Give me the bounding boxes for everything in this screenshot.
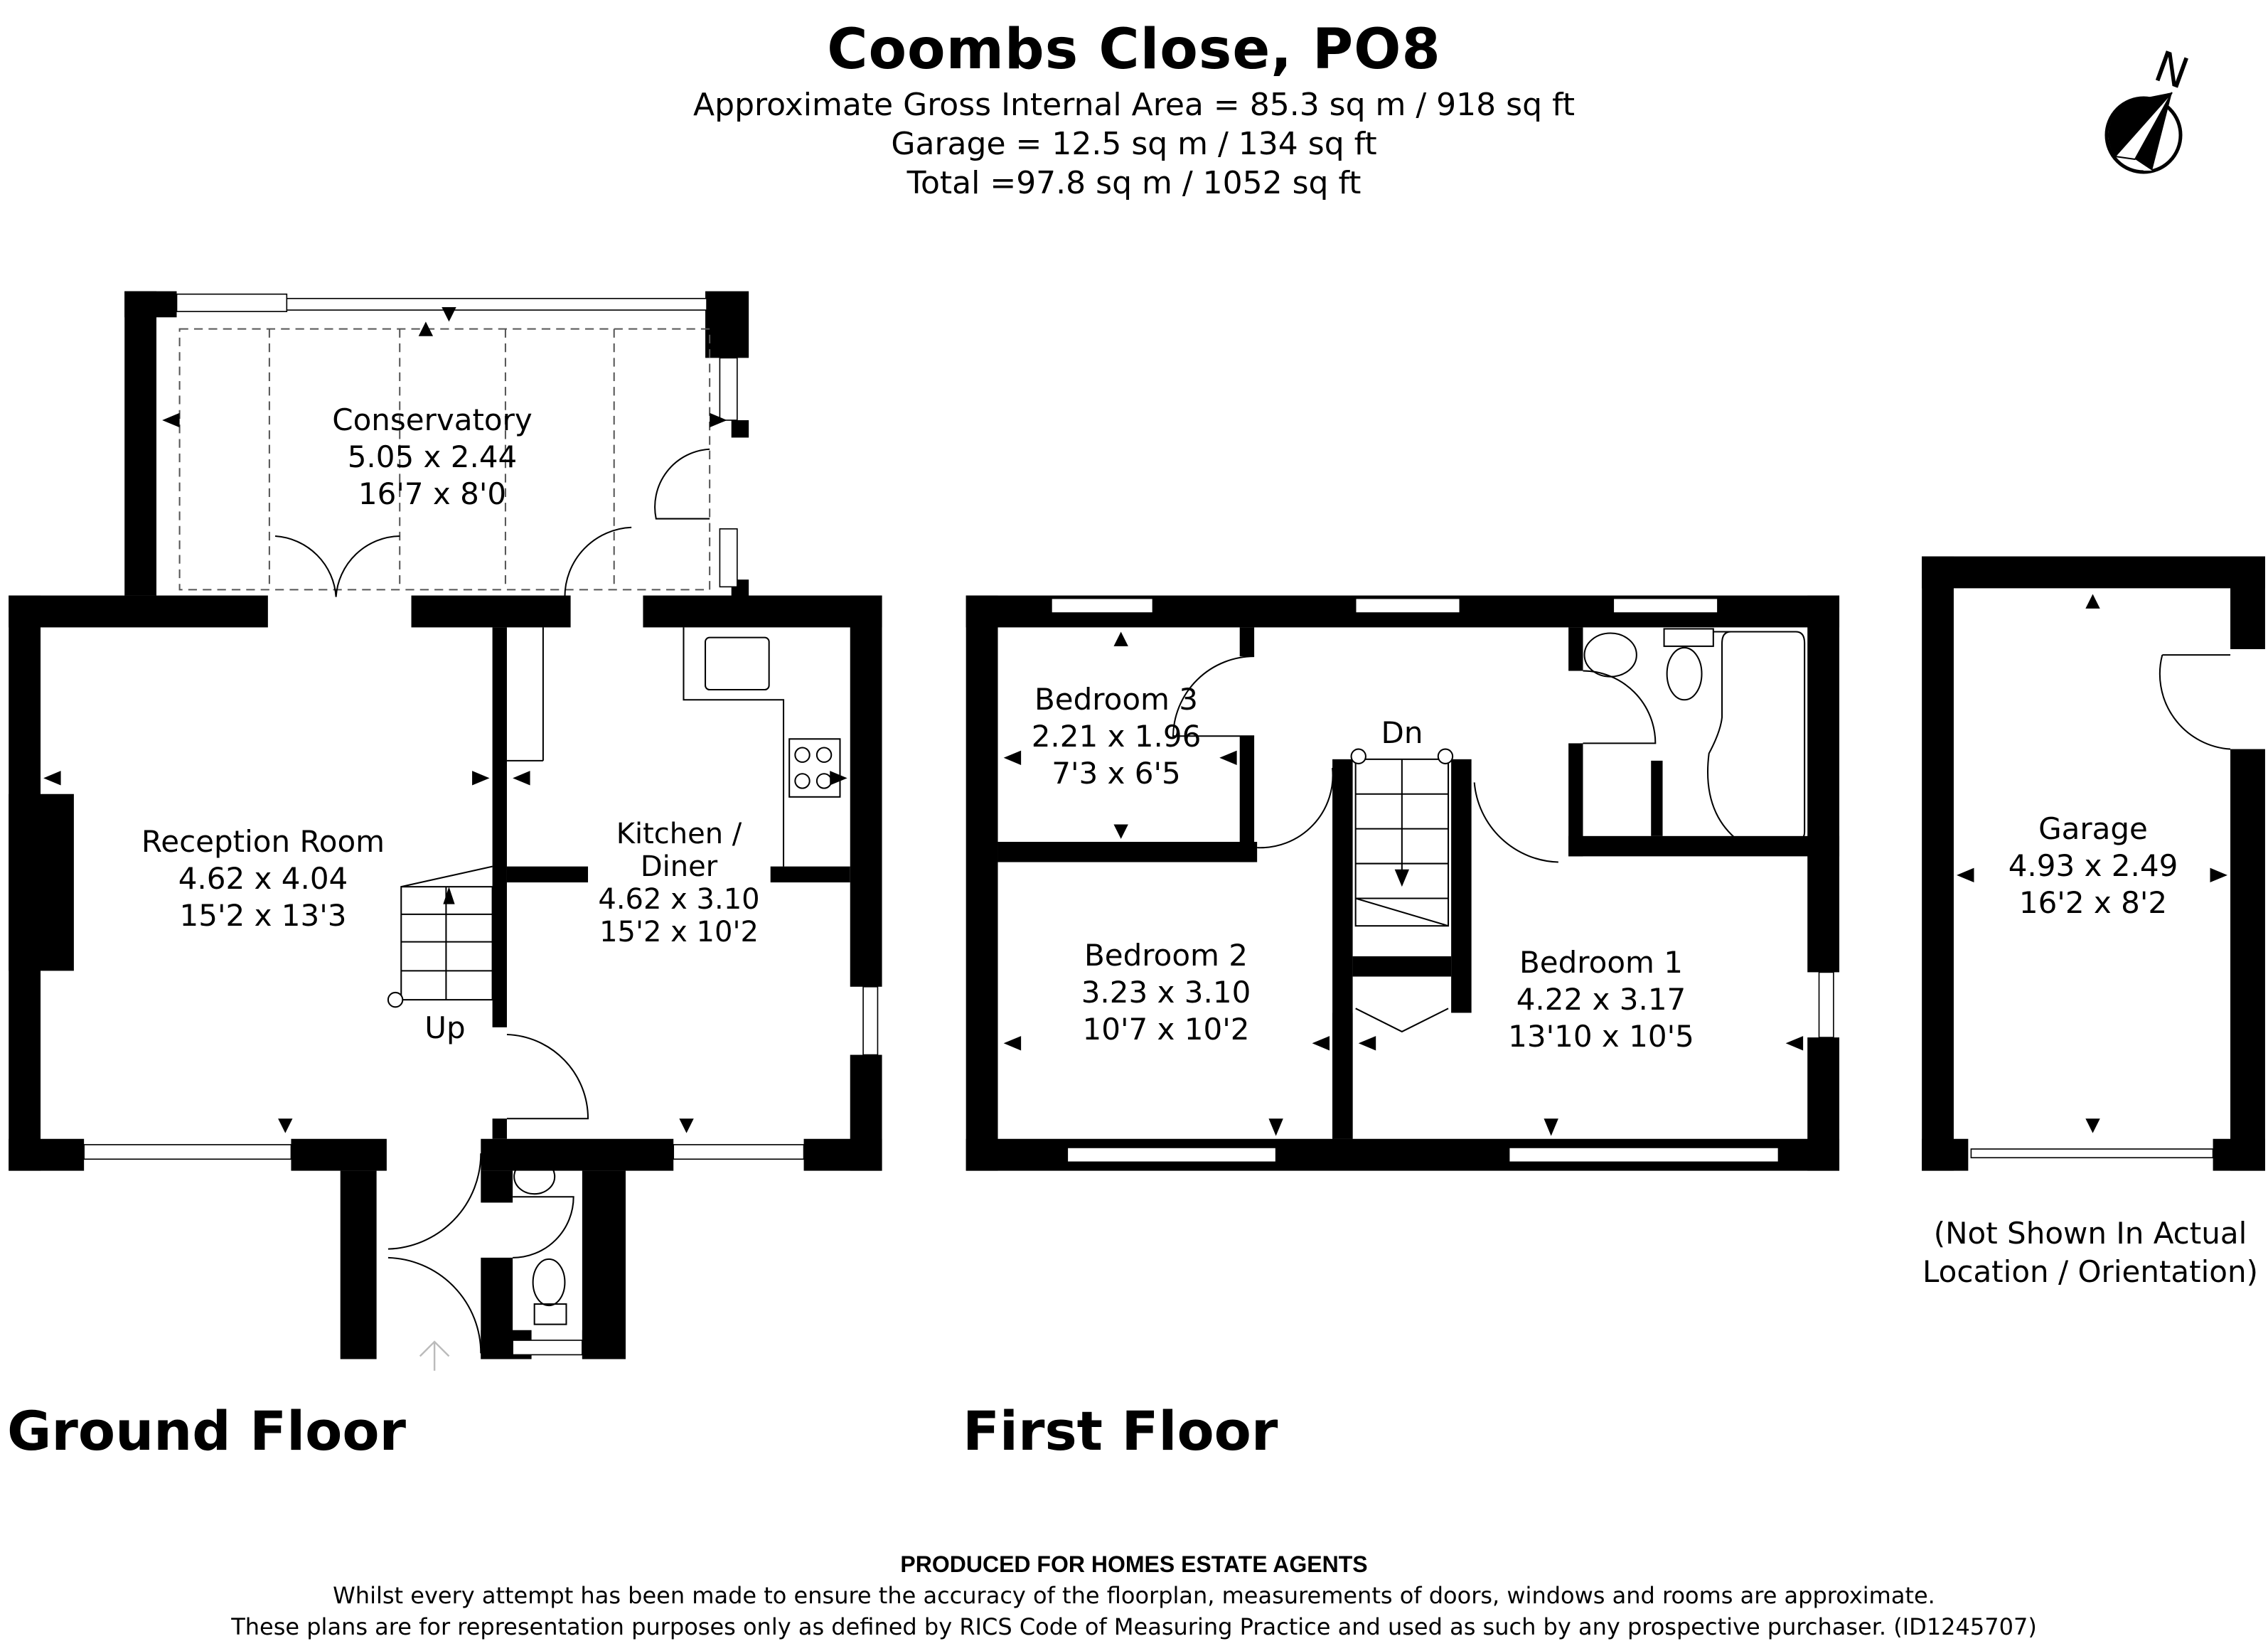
room-name: Reception Room [141,824,385,859]
first-east-wall [1807,595,1840,973]
room-imperial: 7'3 x 6'5 [1052,756,1181,791]
garage-west-wall [1922,556,1954,1171]
window [176,293,288,312]
chimney-breast [9,793,74,971]
room-imperial: 16'7 x 8'0 [358,476,507,511]
room-metric: 2.21 x 1.96 [1031,719,1202,754]
porch-west-wall [340,1170,377,1359]
room-imperial: 16'2 x 8'2 [2018,885,2168,920]
room-metric: 3.23 x 3.10 [1081,975,1251,1010]
conservatory-glazing [178,328,711,591]
room-reception: Reception Room 4.62 x 4.04 15'2 x 13'3 [141,823,385,934]
room-metric: 4.62 x 4.04 [178,861,348,896]
room-conservatory: Conservatory 5.05 x 2.44 16'7 x 8'0 [332,402,533,513]
room-bedroom-1: Bedroom 1 4.22 x 3.17 13'10 x 10'5 [1508,944,1694,1055]
first-floor-label: First Floor [963,1399,1278,1463]
conservatory-west-wall [124,291,156,596]
room-metric: 4.93 x 2.49 [2008,848,2178,883]
garage-area: Garage = 12.5 sq m / 134 sq ft [891,126,1377,162]
room-name: Kitchen / [616,818,742,850]
stairs-down-label: Dn [1381,715,1423,750]
disclaimer-line-2: These plans are for representation purpo… [231,1613,2037,1640]
wc-east-wall [582,1170,626,1359]
room-imperial: 15'2 x 13'3 [179,898,347,933]
door-swing [274,535,337,597]
room-name: Conservatory [332,402,533,437]
garage-note-line-1: (Not Shown In Actual [1933,1216,2247,1251]
produced-by: PRODUCED FOR HOMES ESTATE AGENTS [900,1551,1368,1577]
garage-location-note: (Not Shown In Actual Location / Orientat… [1922,1214,2258,1291]
room-kitchen-diner: Kitchen / Diner 4.62 x 3.10 15'2 x 10'2 [598,818,759,948]
garage-north-wall [1922,556,2265,589]
ground-floor-label: Ground Floor [7,1399,407,1463]
reception-kitchen-partition [492,627,507,1027]
room-bedroom-2: Bedroom 2 3.23 x 3.10 10'7 x 10'2 [1081,937,1251,1048]
total-area: Total =97.8 sq m / 1052 sq ft [906,165,1362,201]
room-metric: 4.62 x 3.10 [598,883,760,916]
room-imperial: 15'2 x 10'2 [599,916,759,948]
garage-east-wall [2230,749,2265,1171]
garage-note-line-2: Location / Orientation) [1922,1254,2258,1289]
room-imperial: 10'7 x 10'2 [1082,1012,1250,1047]
room-imperial: 13'10 x 10'5 [1508,1019,1694,1054]
plan-header: Coombs Close, PO8 Approximate Gross Inte… [0,14,2268,203]
stairs-up-label: Up [424,1010,466,1045]
room-garage: Garage 4.93 x 2.49 16'2 x 8'2 [2008,811,2178,921]
property-title: Coombs Close, PO8 [827,18,1441,82]
disclaimer-line-1: Whilst every attempt has been made to en… [333,1582,1935,1609]
first-west-wall [965,595,998,1171]
room-name: Bedroom 3 [1034,682,1199,717]
room-name: Bedroom 1 [1519,945,1684,980]
disclaimer-footer: PRODUCED FOR HOMES ESTATE AGENTS Whilst … [0,1549,2268,1642]
room-metric: 4.22 x 3.17 [1516,982,1686,1017]
entrance-arrow-icon [419,1340,450,1371]
room-name: Bedroom 2 [1084,938,1248,973]
room-name-line2: Diner [640,850,718,883]
conservatory-east-wall-top [705,291,749,358]
north-arrow-icon: N [2101,42,2195,185]
gross-internal-area: Approximate Gross Internal Area = 85.3 s… [693,87,1575,123]
ground-north-wall-west [9,595,268,628]
room-metric: 5.05 x 2.44 [347,439,518,474]
room-name: Garage [2038,811,2148,846]
room-bedroom-3: Bedroom 3 2.21 x 1.96 7'3 x 6'5 [1032,681,1202,792]
